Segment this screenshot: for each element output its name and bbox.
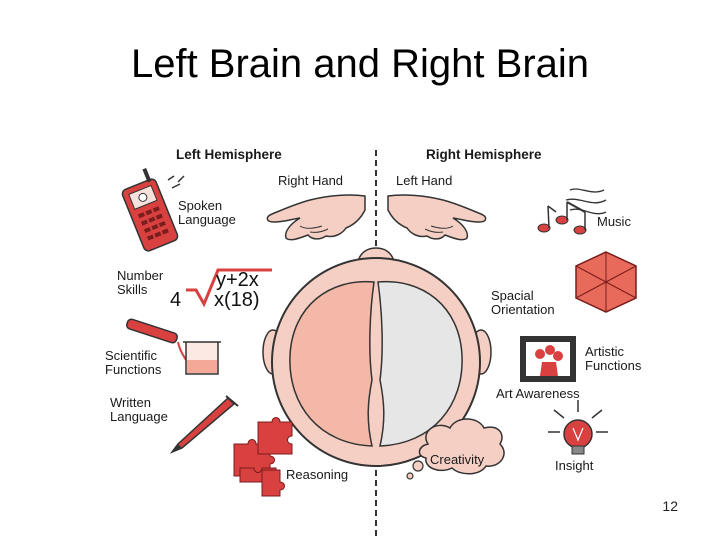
right-hemisphere-header: Right Hemisphere xyxy=(426,147,542,162)
right-hand-icon xyxy=(266,194,366,241)
number-line2: Skills xyxy=(117,282,148,297)
math-bottom-right: x(18) xyxy=(214,289,260,311)
music-label: Music xyxy=(597,214,631,229)
beaker-icon xyxy=(183,341,221,375)
scientific-functions-label: Scientific Functions xyxy=(105,349,161,377)
puzzle-pieces-icon xyxy=(233,417,293,497)
creativity-label: Creativity xyxy=(430,452,485,467)
spacial-orientation-label: Spacial Orientation xyxy=(491,289,555,317)
music-notes-icon xyxy=(537,188,607,235)
spacial-line2: Orientation xyxy=(491,302,555,317)
page-number: 12 xyxy=(662,498,678,514)
written-line1: Written xyxy=(110,395,151,410)
thought-cloud-icon xyxy=(406,418,505,480)
spoken-language-label: Spoken Language xyxy=(178,199,236,227)
math-bottom-left: 4 xyxy=(170,289,182,311)
reasoning-label: Reasoning xyxy=(286,467,349,482)
artistic-functions-label: Artistic Functions xyxy=(585,345,641,373)
brain-icon xyxy=(262,247,492,467)
written-line2: Language xyxy=(110,409,168,424)
number-skills-label: Number Skills xyxy=(117,269,163,297)
left-hemisphere-header: Left Hemisphere xyxy=(176,147,282,162)
number-line1: Number xyxy=(117,268,164,283)
math-top: y+2x xyxy=(216,269,259,291)
written-language-label: Written Language xyxy=(110,396,168,424)
light-bulb-icon xyxy=(548,400,608,455)
art-awareness-label: Art Awareness xyxy=(496,386,580,401)
framed-picture-icon xyxy=(520,336,576,382)
spacial-line1: Spacial xyxy=(491,288,534,303)
insight-label: Insight xyxy=(555,458,594,473)
scientific-line1: Scientific xyxy=(105,348,158,363)
left-hand-label: Left Hand xyxy=(396,173,453,188)
math-radical-icon xyxy=(186,268,272,308)
signal-waves-icon xyxy=(167,175,185,189)
slide-title: Left Brain and Right Brain xyxy=(130,42,590,86)
artistic-line1: Artistic xyxy=(585,344,624,359)
artistic-line2: Functions xyxy=(585,358,642,373)
spoken-line1: Spoken xyxy=(178,198,223,213)
left-hand-icon xyxy=(387,194,487,241)
pen-icon xyxy=(169,395,239,454)
right-hand-label: Right Hand xyxy=(278,173,344,188)
cell-phone-icon xyxy=(121,168,179,252)
spoken-line2: Language xyxy=(178,212,236,227)
hexagon-cube-icon xyxy=(575,251,637,313)
scientific-line2: Functions xyxy=(105,362,162,377)
